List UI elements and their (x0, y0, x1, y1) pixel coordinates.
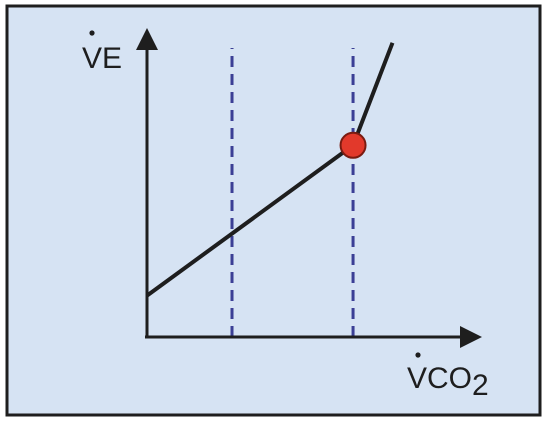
y-label-dot (89, 30, 95, 36)
breakpoint-marker (339, 131, 367, 159)
x-axis-label: VCO2 (407, 352, 489, 402)
panel-background (5, 4, 542, 417)
y-axis-label: VE (82, 30, 122, 75)
axes (136, 28, 482, 348)
x-axis-arrowhead (460, 326, 482, 348)
reference-lines (230, 48, 355, 337)
series-group (145, 42, 395, 298)
x-axis-label-subscript: 2 (472, 369, 489, 402)
x-axis-label-text: VCO2 (407, 362, 489, 402)
y-axis-label-text: VE (82, 42, 122, 75)
x-axis-label-main: VCO (407, 362, 472, 395)
y-axis-arrowhead (136, 28, 158, 50)
x-label-dot (415, 352, 421, 358)
